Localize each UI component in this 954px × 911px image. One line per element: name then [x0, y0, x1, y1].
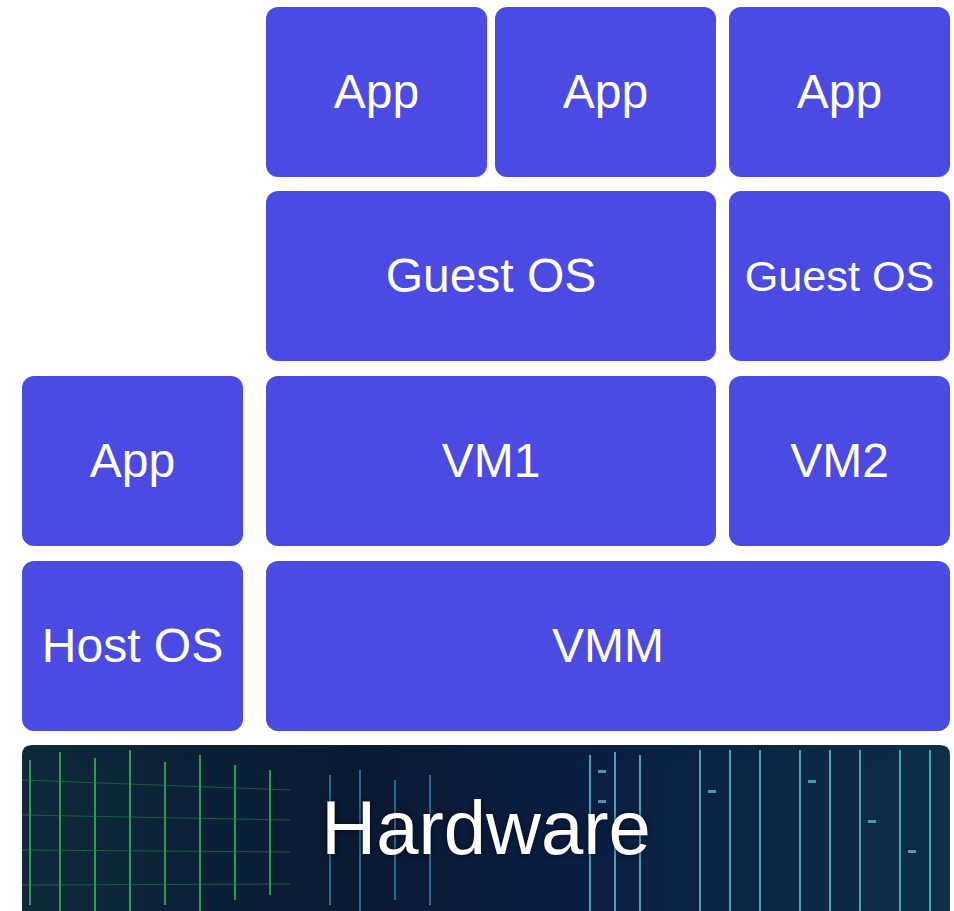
- box-label: VM1: [432, 434, 551, 488]
- app-box: App: [22, 376, 243, 546]
- box-label: App: [324, 65, 429, 119]
- box-label: App: [80, 434, 185, 488]
- app-box: App: [495, 7, 716, 177]
- box-label: VMM: [542, 619, 674, 673]
- box-label: Guest OS: [735, 252, 945, 300]
- guest-os-box: Guest OS: [266, 191, 716, 361]
- box-label: App: [787, 65, 892, 119]
- host-os-box: Host OS: [22, 561, 243, 731]
- band-label: Hardware: [311, 785, 660, 870]
- box-label: Guest OS: [376, 249, 607, 303]
- box-label: VM2: [780, 434, 899, 488]
- guest-os-box: Guest OS: [729, 191, 950, 361]
- app-box: App: [266, 7, 487, 177]
- app-box: App: [729, 7, 950, 177]
- hardware-band: Hardware: [22, 745, 950, 911]
- vm-box: VM2: [729, 376, 950, 546]
- box-label: App: [553, 65, 658, 119]
- vm-box: VM1: [266, 376, 716, 546]
- server-racks: [22, 745, 950, 911]
- box-label: Host OS: [32, 619, 233, 673]
- vmm-box: VMM: [266, 561, 950, 731]
